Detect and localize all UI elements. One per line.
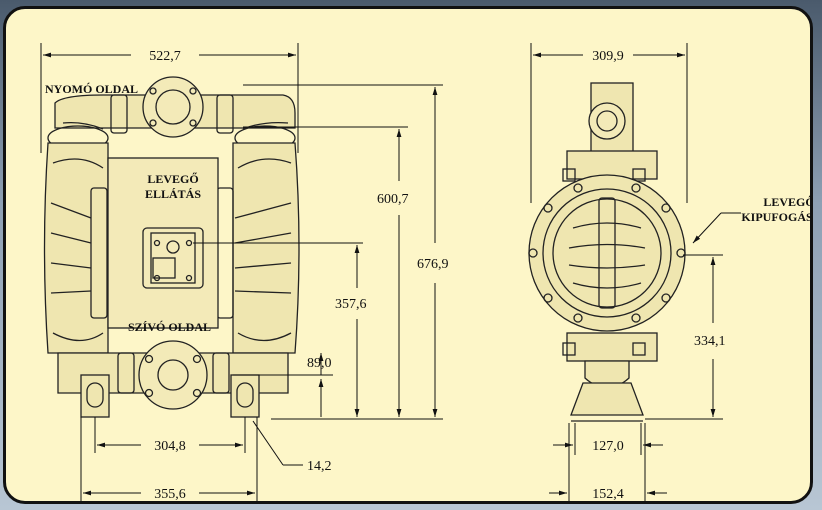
suction-side-label: SZÍVÓ OLDAL [128, 320, 211, 334]
side-view-pump [528, 82, 686, 422]
dim-foot-304: 304,8 [154, 439, 186, 454]
air-supply-label-line1: LEVEGŐ [147, 171, 198, 186]
dim-side-width: 309,9 [592, 49, 624, 64]
drawing-frame: NYOMÓ OLDAL LEVEGŐ ELLÁTÁS SZÍVÓ OLDAL L… [3, 6, 813, 504]
air-supply-label-line2: ELLÁTÁS [145, 187, 201, 201]
dim-base-127: 127,0 [592, 439, 624, 454]
front-view-pump [43, 76, 300, 418]
dim-height-676: 676,9 [417, 257, 449, 272]
pressure-side-label: NYOMÓ OLDAL [45, 82, 138, 96]
dim-foot-355: 355,6 [154, 487, 186, 502]
dim-base-152: 152,4 [592, 487, 624, 502]
component-labels: NYOMÓ OLDAL LEVEGŐ ELLÁTÁS SZÍVÓ OLDAL L… [45, 82, 813, 334]
dimension-lines [40, 43, 741, 501]
dim-overall-width: 522,7 [149, 49, 181, 64]
air-exhaust-label-line2: KIPUFOGÁS [741, 210, 813, 224]
dim-height-357: 357,6 [335, 297, 367, 312]
dimension-values: 522,7 309,9 600,7 676,9 357,6 89,0 334,1… [149, 49, 726, 502]
dim-height-89: 89,0 [307, 356, 332, 371]
air-exhaust-label-line1: LEVEGŐ [763, 194, 813, 209]
dim-height-334: 334,1 [694, 334, 726, 349]
technical-drawing: NYOMÓ OLDAL LEVEGŐ ELLÁTÁS SZÍVÓ OLDAL L… [40, 43, 813, 502]
dim-height-600: 600,7 [377, 192, 409, 207]
dim-hole-14: 14,2 [307, 459, 332, 474]
